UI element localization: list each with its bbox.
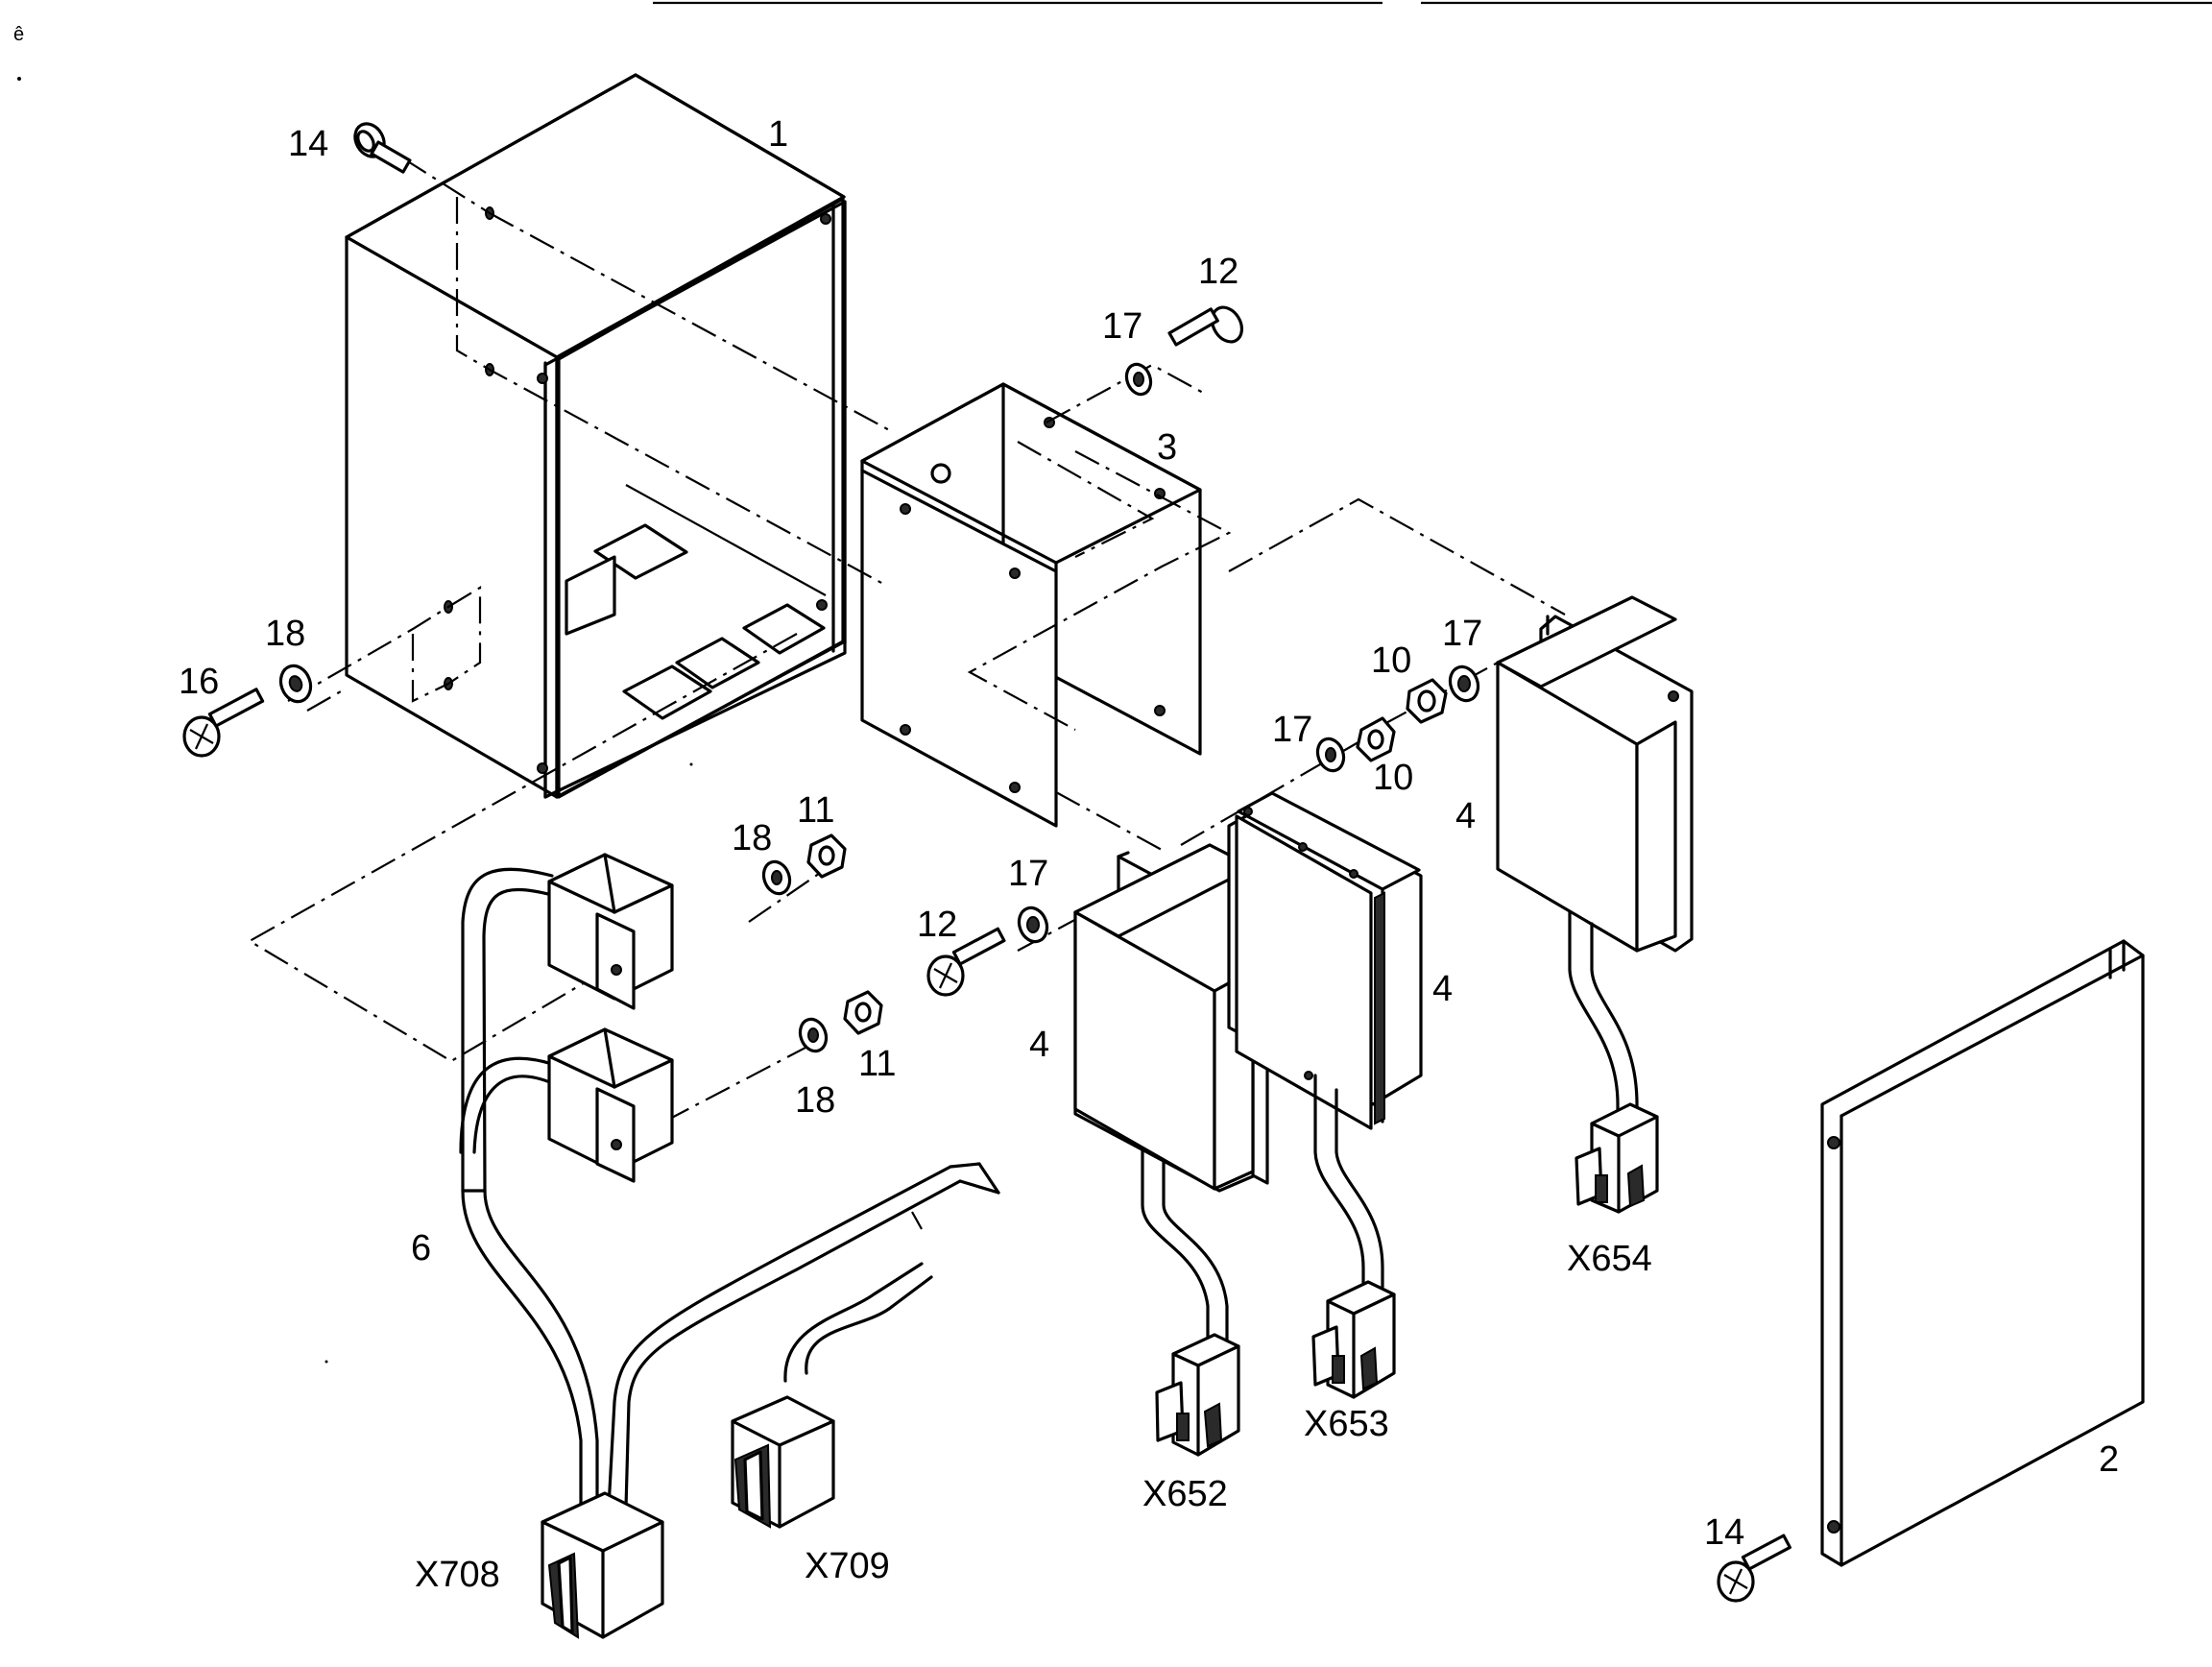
label-part-17-top: 17 (1102, 306, 1142, 347)
connector-x708 (541, 1491, 664, 1639)
label-part-1: 1 (768, 114, 788, 155)
harness-bracket-bottom (547, 1027, 674, 1183)
nut-11-bottom (843, 990, 883, 1035)
scan-dot (689, 762, 693, 766)
label-part-14-cover: 14 (1704, 1512, 1744, 1553)
label-part-4-left: 4 (1029, 1025, 1049, 1065)
nut-10-lower (1356, 716, 1396, 762)
scan-dot (17, 77, 21, 81)
label-part-14-top: 14 (288, 124, 328, 164)
wire-harness (459, 867, 1000, 1519)
scan-mark: ê (13, 24, 24, 45)
label-connector-x708: X708 (415, 1555, 500, 1595)
module-right (1496, 595, 1694, 1116)
label-part-2: 2 (2099, 1439, 2119, 1480)
harness-bracket-top (547, 853, 674, 1010)
label-part-18-side: 18 (265, 614, 305, 654)
connector-x652 (1155, 1333, 1240, 1457)
label-part-4-right: 4 (1455, 796, 1476, 836)
label-part-10-upper: 10 (1371, 640, 1411, 681)
screw-12-top (1167, 305, 1244, 347)
label-part-17-module: 17 (1008, 854, 1048, 894)
screw-14-top (353, 122, 412, 174)
washer-18-harness-top (761, 859, 792, 896)
washer-17-right (1448, 664, 1480, 703)
enclosure-box (345, 73, 847, 799)
nut-11-top (806, 834, 847, 879)
label-part-18-harness-bottom: 18 (795, 1080, 835, 1121)
label-part-17-right: 17 (1442, 614, 1482, 654)
label-part-4-middle: 4 (1432, 969, 1453, 1009)
label-connector-x709: X709 (805, 1546, 890, 1586)
washer-18-harness-bottom (798, 1017, 829, 1053)
callout-labels: 1 2 3 4 4 4 6 10 10 11 11 12 12 14 14 16… (179, 114, 2119, 1595)
label-connector-x652: X652 (1142, 1474, 1228, 1514)
label-part-18-harness-top: 18 (732, 818, 772, 858)
label-part-12-module: 12 (917, 905, 957, 945)
cover-plate (1820, 939, 2145, 1567)
screw-14-cover (1717, 1534, 1791, 1603)
screw-12-module (926, 927, 1006, 997)
connector-x653 (1311, 1280, 1396, 1399)
washer-17-module (1017, 906, 1049, 944)
label-part-17-middle: 17 (1272, 710, 1312, 750)
label-part-10-lower: 10 (1373, 758, 1413, 798)
label-part-6: 6 (411, 1228, 431, 1268)
label-part-11-top: 11 (797, 790, 834, 831)
label-part-12-top: 12 (1198, 252, 1238, 292)
washer-18-side (278, 664, 313, 704)
nut-10-upper (1406, 678, 1448, 724)
mounting-plate (860, 382, 1202, 828)
connector-x654 (1575, 1102, 1659, 1214)
assembly-guide-lines (247, 157, 1566, 1144)
scan-dot (325, 1360, 328, 1364)
label-part-11-bottom: 11 (858, 1044, 896, 1084)
label-part-3: 3 (1157, 427, 1177, 468)
fasteners (182, 122, 1791, 1603)
label-connector-x653: X653 (1304, 1404, 1389, 1444)
screw-16-side (182, 688, 265, 758)
label-connector-x654: X654 (1567, 1239, 1652, 1279)
washer-17-middle (1315, 737, 1346, 773)
connector-x709 (731, 1395, 835, 1529)
label-part-16: 16 (179, 662, 219, 702)
module-middle (1227, 791, 1423, 1289)
washer-17-top (1124, 362, 1153, 397)
